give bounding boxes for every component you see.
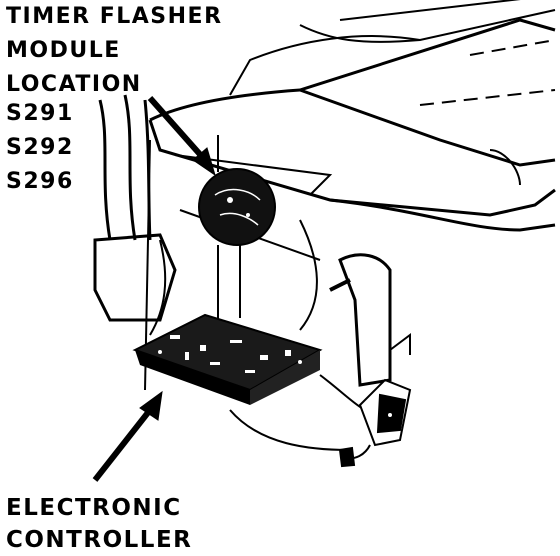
controller-label-line: CONTROLLER — [6, 527, 193, 553]
code-label: S291 — [6, 101, 74, 126]
title-line: MODULE — [6, 38, 121, 63]
wiring-harness — [93, 94, 177, 336]
wire-connector — [338, 378, 412, 468]
controller-components — [158, 335, 302, 373]
module-location-title: TIMER FLASHER MODULE LOCATION — [6, 0, 223, 102]
electronic-controller — [132, 313, 323, 405]
dashboard-panel — [148, 0, 556, 261]
timer-flasher-module — [198, 135, 276, 246]
code-label: S296 — [6, 169, 74, 194]
title-line: TIMER FLASHER — [6, 4, 223, 29]
code-label: S292 — [6, 135, 74, 160]
controller-label-line: ELECTRONIC — [6, 495, 182, 521]
module-codes: S291 S292 S296 — [6, 97, 74, 199]
module-leader-arrow — [147, 96, 216, 177]
mounting-bracket — [299, 219, 392, 387]
controller-leader-arrow — [92, 390, 163, 482]
title-line: LOCATION — [6, 72, 142, 97]
controller-label: ELECTRONIC CONTROLLER — [6, 492, 192, 556]
